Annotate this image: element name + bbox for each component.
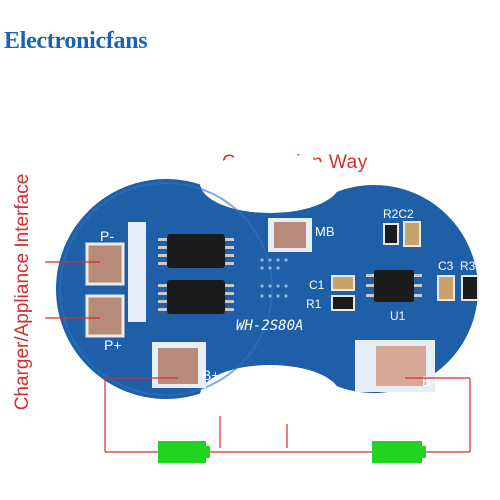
via-dots xyxy=(260,258,288,298)
resistor-r1 xyxy=(331,295,355,311)
capacitor-c1 xyxy=(331,275,355,291)
pad-p-plus xyxy=(85,294,125,338)
label-r2c2: R2C2 xyxy=(383,207,414,221)
capacitor-c2 xyxy=(403,221,421,247)
resistor-r3 xyxy=(461,275,479,301)
brand-logo: Electronicfans xyxy=(4,28,148,54)
label-p-plus: P+ xyxy=(104,337,122,353)
label-u1: U1 xyxy=(390,309,406,323)
label-r1: R1 xyxy=(306,297,322,311)
label-b-minus: B- xyxy=(422,373,436,389)
mosfet-chip-1 xyxy=(158,234,234,268)
pad-p-minus xyxy=(85,242,125,286)
mosfet-chip-2 xyxy=(158,280,234,314)
label-p-minus: P- xyxy=(100,228,114,244)
pad-frame xyxy=(128,222,146,322)
battery-cell-2 xyxy=(372,441,426,463)
pad-b-plus xyxy=(152,342,206,388)
label-r3: R3 xyxy=(460,259,476,273)
label-mb: MB xyxy=(315,224,335,239)
capacitor-c3 xyxy=(437,275,455,301)
label-b-plus: B+ xyxy=(202,367,220,383)
chip-u1 xyxy=(366,270,422,302)
pad-b-minus xyxy=(355,340,435,392)
battery-wiring xyxy=(104,377,471,453)
label-c3: C3 xyxy=(438,259,454,273)
pad-mb xyxy=(268,218,312,252)
label-c1: C1 xyxy=(309,278,325,292)
battery-cell-1 xyxy=(158,441,210,463)
board-model: WH-2S80A xyxy=(236,318,303,334)
resistor-r2 xyxy=(383,223,399,245)
